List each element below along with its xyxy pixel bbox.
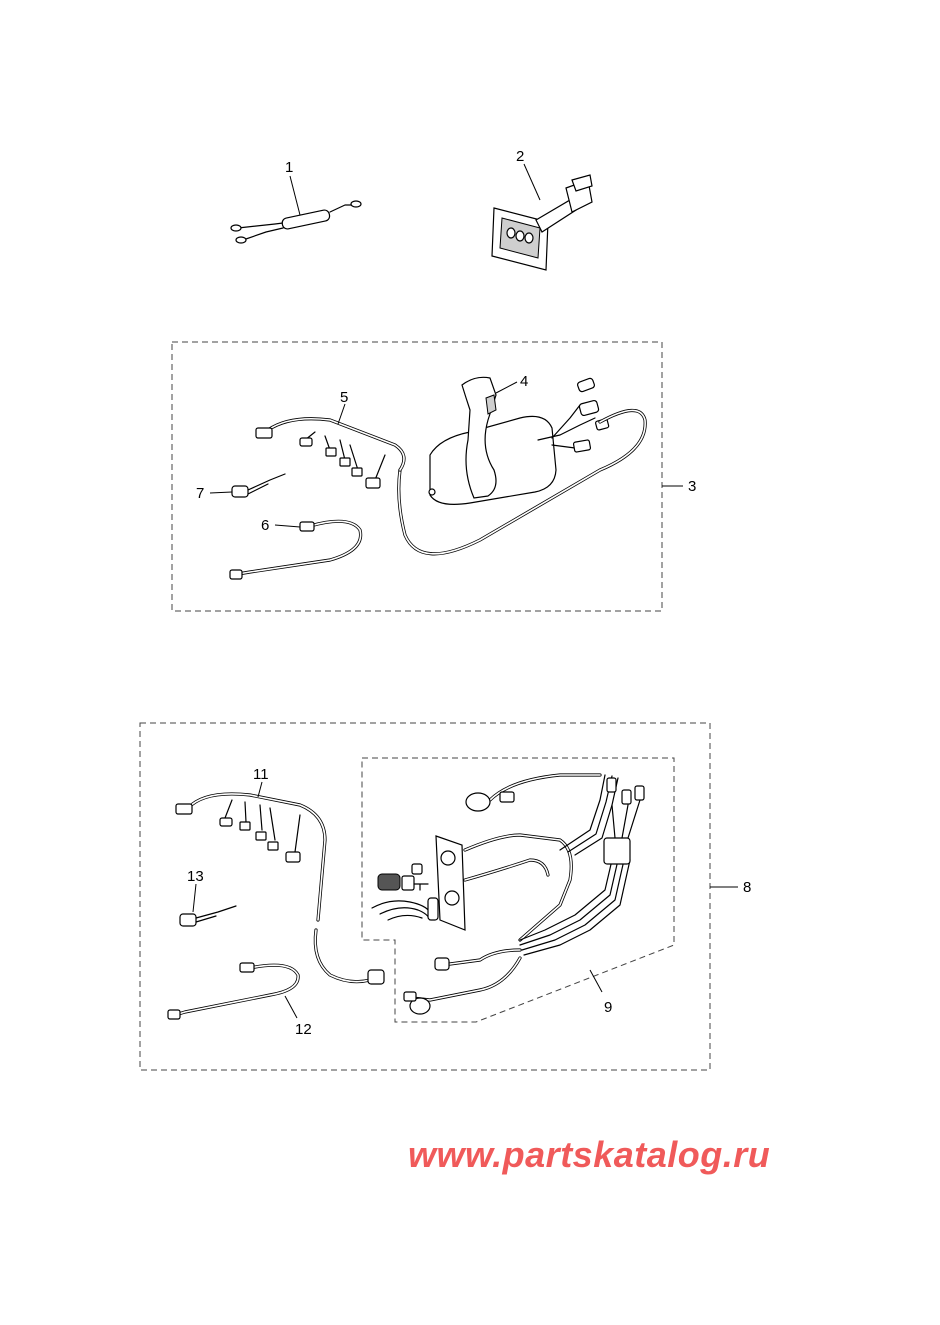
- group-8-box: [139, 722, 711, 1071]
- leader-11: [257, 781, 263, 798]
- part-5-harness: [255, 417, 406, 489]
- part-4-remote-control: [397, 376, 647, 556]
- callout-7: 7: [196, 485, 204, 502]
- part-6-wire-lead: [229, 519, 363, 580]
- part-11-harness: [175, 792, 385, 985]
- leader-4: [495, 381, 518, 394]
- callout-5: 5: [340, 389, 348, 406]
- callout-2: 2: [516, 148, 524, 165]
- callout-11: 11: [253, 766, 269, 783]
- leader-9: [589, 969, 603, 993]
- part-9-switch-panel-harness: [371, 773, 645, 1015]
- callout-8: 8: [743, 879, 751, 896]
- leader-1: [289, 175, 301, 216]
- part-1-wire-lead: [230, 200, 362, 244]
- callout-1: 1: [285, 159, 293, 176]
- leader-13: [192, 883, 197, 913]
- leader-5: [337, 403, 346, 425]
- leader-7: [209, 491, 233, 494]
- part-13-connector-lead: [179, 905, 237, 927]
- leader-2: [523, 163, 541, 201]
- leader-12: [284, 995, 298, 1019]
- callout-6: 6: [261, 517, 269, 534]
- callout-13: 13: [187, 868, 204, 885]
- part-2-switch-panel: [491, 174, 593, 271]
- callout-3: 3: [688, 478, 696, 495]
- callout-12: 12: [295, 1021, 312, 1038]
- leader-6: [274, 524, 301, 528]
- watermark-text: www.partskatalog.ru: [408, 1134, 771, 1175]
- part-7-connector-lead: [231, 473, 286, 498]
- callout-9: 9: [604, 999, 612, 1016]
- part-12-wire-lead: [167, 962, 300, 1020]
- group-9-box: [361, 757, 675, 1023]
- callout-4: 4: [520, 373, 528, 390]
